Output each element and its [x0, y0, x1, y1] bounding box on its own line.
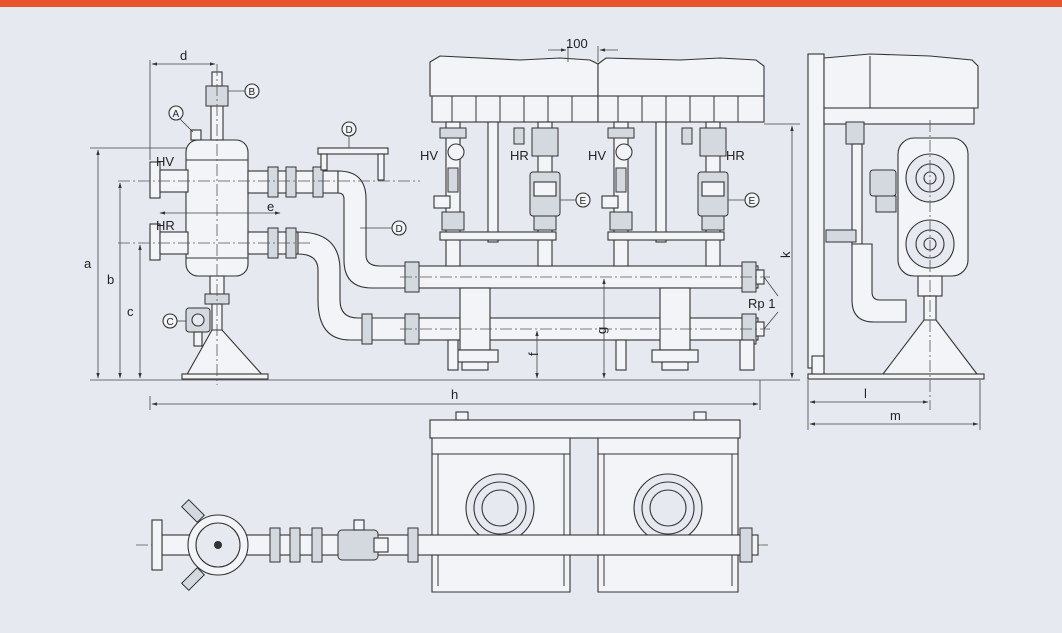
- dim-l: l: [864, 386, 867, 401]
- dimension-lines: [90, 46, 800, 410]
- dim-c: c: [127, 304, 134, 319]
- thread-rp1: Rp 1: [748, 296, 775, 311]
- manifold-headers: [404, 261, 765, 371]
- pump-module-1: [429, 55, 599, 371]
- label-hr-separator: HR: [156, 218, 175, 233]
- callout-d-top: D: [341, 121, 357, 148]
- callout-b: B: [228, 83, 260, 99]
- svg-text:B: B: [249, 87, 256, 98]
- dim-h: h: [451, 387, 458, 402]
- label-hr-pump1: HR: [510, 148, 529, 163]
- callout-e-pump1: E: [560, 192, 591, 208]
- dim-b: b: [107, 272, 114, 287]
- svg-text:E: E: [580, 196, 587, 207]
- callout-e-pump2: E: [728, 192, 760, 208]
- front-view: a b c d e 100 h k g f Rp 1 HV HR HV HR H…: [84, 36, 800, 410]
- dim-e: e: [267, 199, 274, 214]
- top-view: [136, 411, 770, 593]
- dim-g: g: [594, 327, 609, 334]
- callout-c: C: [162, 313, 186, 329]
- dim-d: d: [180, 48, 187, 63]
- label-hv-separator: HV: [156, 154, 174, 169]
- accent-bar: [0, 0, 1062, 7]
- svg-text:A: A: [173, 109, 180, 120]
- side-view: l m: [807, 53, 985, 430]
- label-hv-pump1: HV: [420, 148, 438, 163]
- dim-100: 100: [566, 36, 588, 51]
- upper-pipe-run: [247, 147, 421, 289]
- callout-d-mid: D: [360, 220, 407, 236]
- svg-text:D: D: [346, 125, 353, 136]
- dim-m: m: [890, 408, 901, 423]
- label-hr-pump2: HR: [726, 148, 745, 163]
- dim-a: a: [84, 256, 92, 271]
- dim-f: f: [526, 352, 541, 356]
- svg-text:E: E: [749, 196, 756, 207]
- svg-text:C: C: [167, 317, 174, 328]
- pump-module-2: [597, 57, 765, 371]
- dim-k: k: [778, 251, 793, 258]
- svg-text:D: D: [396, 224, 403, 235]
- label-hv-pump2: HV: [588, 148, 606, 163]
- callout-a: A: [168, 105, 194, 133]
